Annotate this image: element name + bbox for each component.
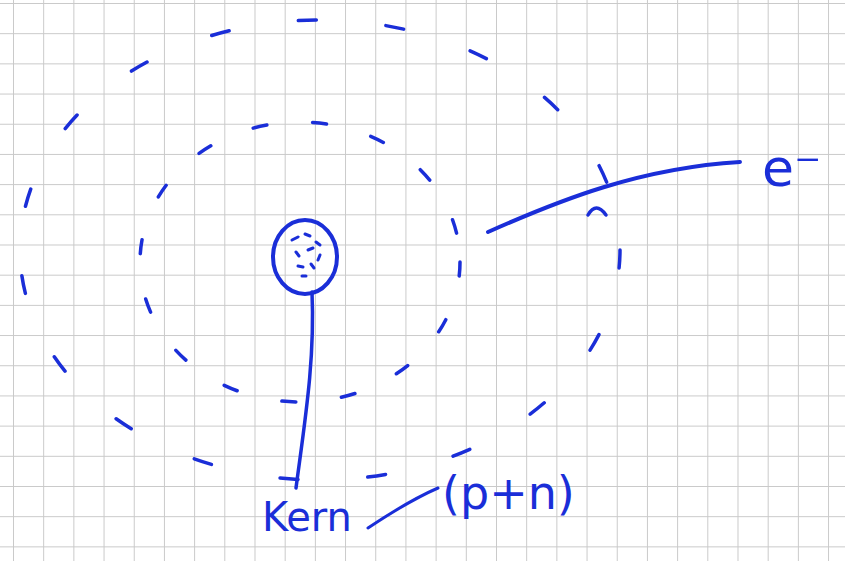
sketch-label: e⁻	[762, 140, 821, 197]
outer-orbit	[20, 20, 620, 480]
electron-leader	[488, 162, 740, 232]
label-joiner	[368, 488, 438, 528]
sketch-label: (p+n)	[442, 468, 575, 519]
nucleus-leader	[296, 292, 313, 488]
sketch-label: Kern	[262, 495, 352, 539]
nucleons	[292, 234, 320, 276]
nucleus	[273, 220, 337, 294]
inner-orbit	[140, 122, 460, 402]
electron	[588, 208, 606, 215]
